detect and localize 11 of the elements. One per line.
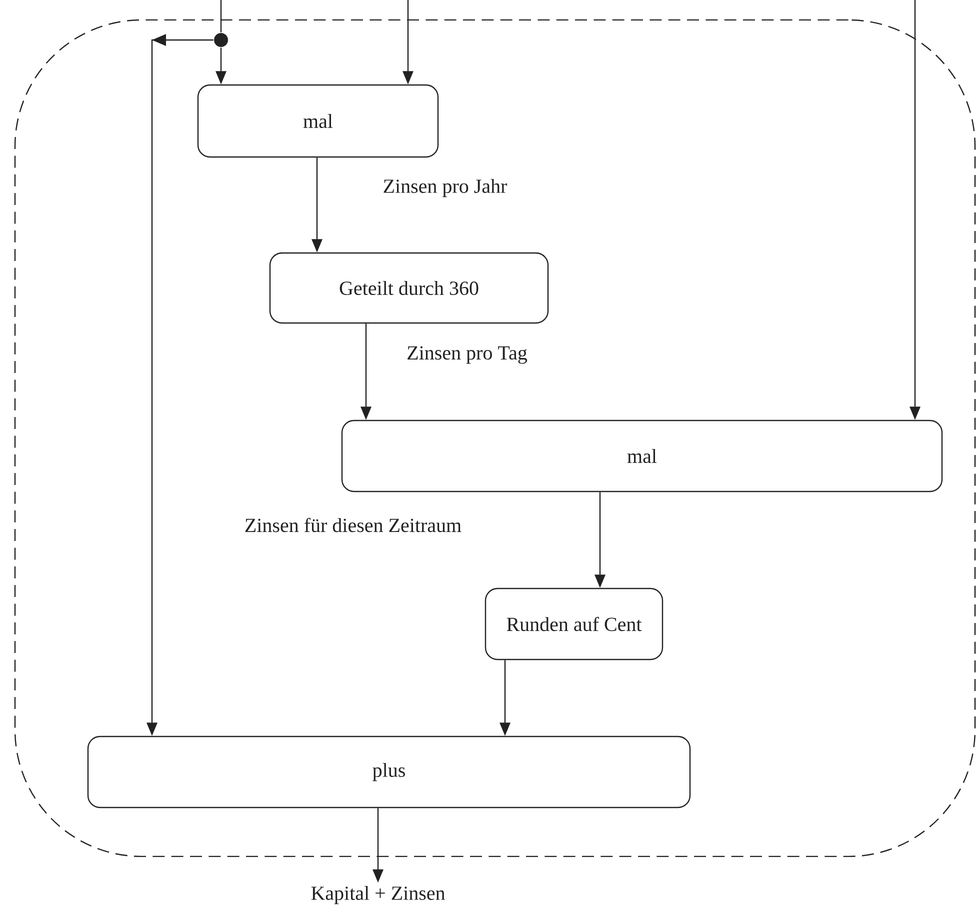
process-box: mal bbox=[341, 420, 943, 492]
process-box: Geteilt durch 360 bbox=[269, 252, 549, 324]
process-box: Runden auf Cent bbox=[484, 588, 664, 660]
edge-label: Zinsen pro Jahr bbox=[381, 178, 509, 198]
output-text: Kapital + Zinsen bbox=[311, 886, 446, 904]
process-box: mal bbox=[197, 84, 439, 158]
edge-label: Zinsen pro Tag bbox=[405, 344, 529, 366]
junction-dot bbox=[214, 33, 228, 47]
flow-label: Zinsen für diesen Zeitraum bbox=[245, 518, 462, 532]
process-box: plus bbox=[87, 736, 691, 808]
dashed-region bbox=[14, 19, 976, 858]
